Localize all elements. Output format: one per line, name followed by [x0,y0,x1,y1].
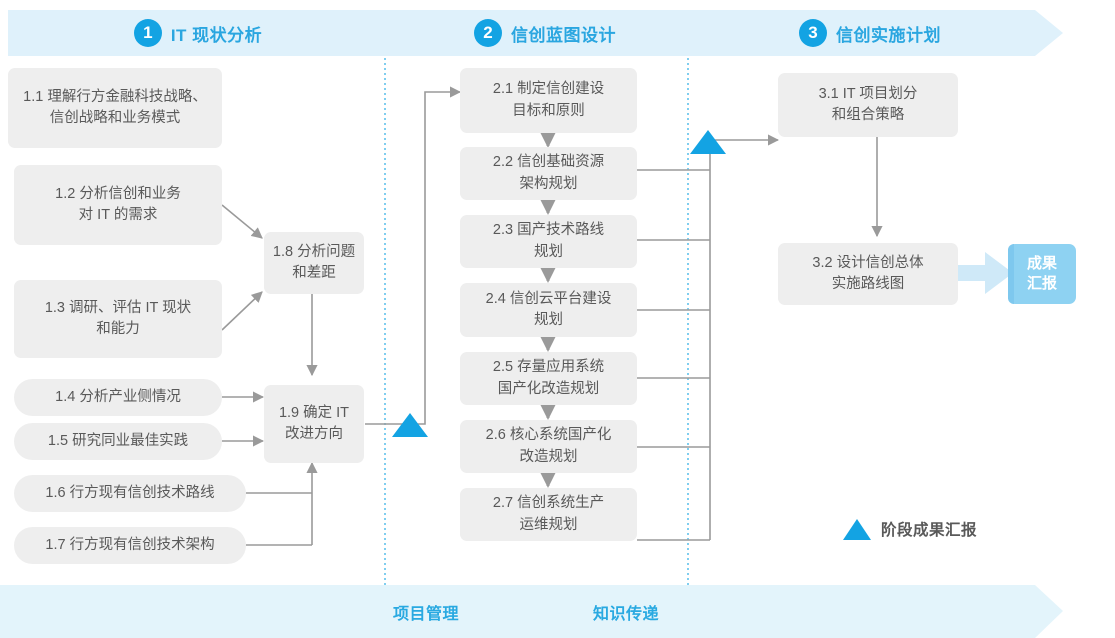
process-box-2-1[interactable]: 2.1 制定信创建设 目标和原则 [460,68,637,133]
phase-header-3[interactable]: 3 信创实施计划 [705,10,1035,56]
process-box-1-1[interactable]: 1.1 理解行方金融科技战略、 信创战略和业务模式 [8,68,222,148]
process-box-1-5[interactable]: 1.5 研究同业最佳实践 [14,423,222,460]
legend-label: 阶段成果汇报 [881,522,978,539]
bottom-label-knowledge-transfer: 知识传递 [593,606,660,623]
process-box-2-3[interactable]: 2.3 国产技术路线 规划 [460,215,637,268]
phase-title-2: 信创蓝图设计 [511,25,616,45]
process-box-2-4[interactable]: 2.4 信创云平台建设 规划 [460,283,637,337]
process-box-3-2[interactable]: 3.2 设计信创总体 实施路线图 [778,243,958,305]
process-box-1-3[interactable]: 1.3 调研、评估 IT 现状 和能力 [14,280,222,358]
legend-milestone: 阶段成果汇报 [843,518,977,540]
bottom-label-project-management: 项目管理 [393,606,460,623]
process-box-3-1[interactable]: 3.1 IT 项目划分 和组合策略 [778,73,958,137]
phase-number-badge-3: 3 [799,19,827,47]
triangle-up-icon [843,518,871,540]
phase-header-2[interactable]: 2 信创蓝图设计 [400,10,690,56]
phase-number-badge-1: 1 [133,19,162,47]
process-box-1-9[interactable]: 1.9 确定 IT 改进方向 [264,385,364,463]
process-box-2-7[interactable]: 2.7 信创系统生产 运维规划 [460,488,637,541]
process-box-1-2[interactable]: 1.2 分析信创和业务 对 IT 的需求 [14,165,222,245]
process-box-1-4[interactable]: 1.4 分析产业侧情况 [14,379,222,416]
process-box-2-2[interactable]: 2.2 信创基础资源 架构规划 [460,147,637,200]
phase-number-badge-2: 2 [474,19,502,47]
process-box-2-6[interactable]: 2.6 核心系统国产化 改造规划 [460,420,637,473]
process-box-2-5[interactable]: 2.5 存量应用系统 国产化改造规划 [460,352,637,405]
process-box-1-8[interactable]: 1.8 分析问题 和差距 [264,232,364,294]
process-box-1-7[interactable]: 1.7 行方现有信创技术架构 [14,527,246,564]
phase-title-3: 信创实施计划 [836,25,941,45]
result-badge[interactable]: 成果 汇报 [1008,244,1076,304]
phase-title-1: IT 现状分析 [170,25,263,45]
phase-header-1[interactable]: 1 IT 现状分析 [8,10,388,56]
process-box-1-6[interactable]: 1.6 行方现有信创技术路线 [14,475,246,512]
